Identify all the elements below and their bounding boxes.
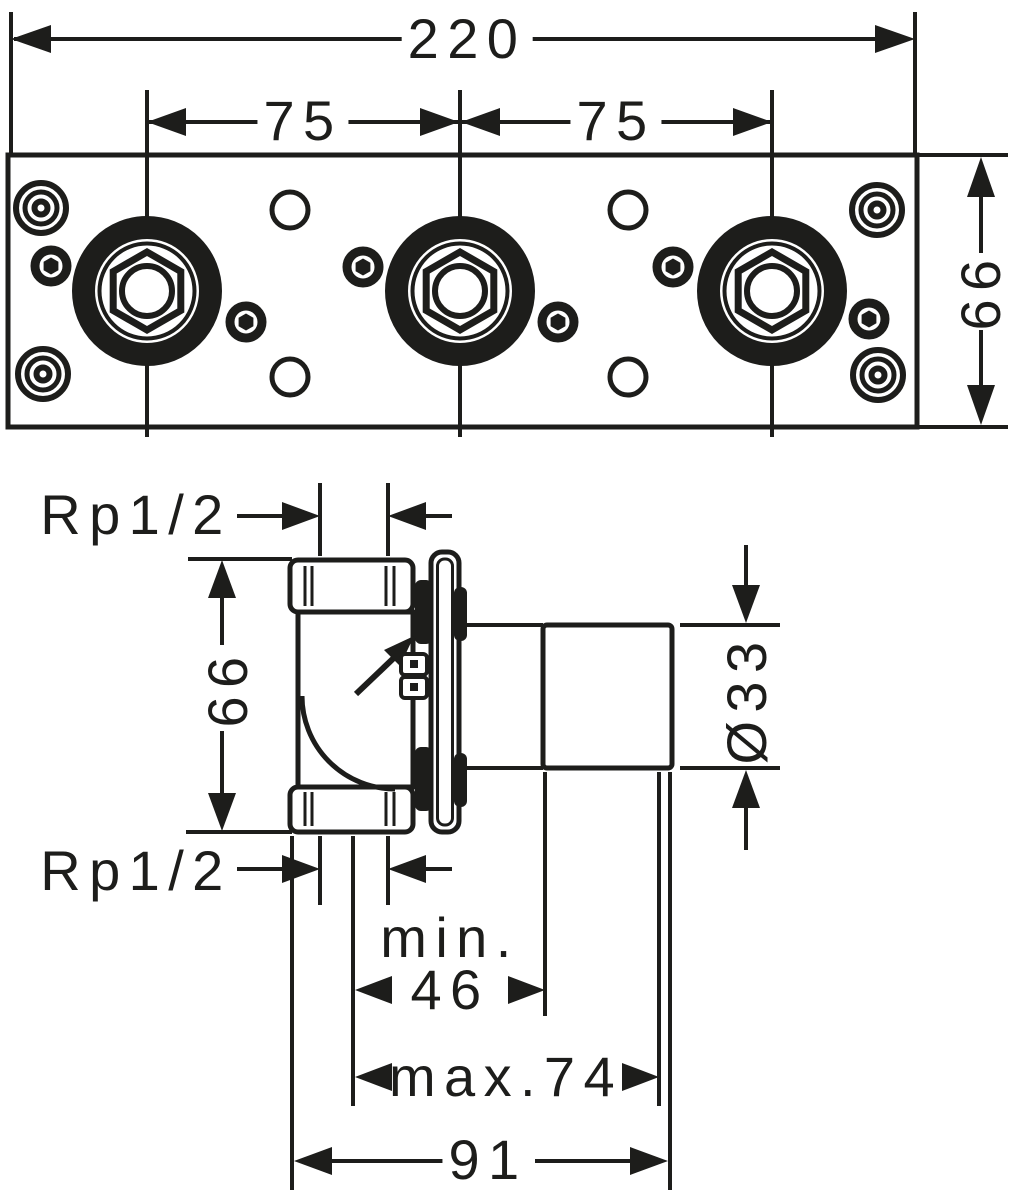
pilot-hole [269,189,311,231]
screw [30,245,72,287]
arrow-down-icon [732,585,760,623]
dim-rp12-top [237,483,452,556]
pilot-hole [607,356,649,398]
dim-66-plate-label: 66 [949,251,1012,331]
top-nut [287,557,416,615]
side-view [186,483,780,1190]
screw [537,301,579,343]
arrow-left-icon [11,25,51,53]
thread-rp12-top-label: Rp1/2 [40,483,232,546]
dim-rp12-bottom [237,836,452,905]
arrow-right-icon [282,502,320,530]
dim-min-46 [355,976,545,1004]
plate-outline [5,152,920,430]
bottom-nut [287,784,416,835]
arrow-down-icon [208,793,236,831]
dim-max-74-label: max.74 [388,1045,624,1108]
arrow-left-icon [461,108,500,136]
dim-75-right-label: 75 [570,93,662,149]
dim-91 [294,1147,668,1175]
extension-lines [290,772,672,1190]
dim-75-left-label: 75 [257,93,349,149]
dim-min-46-label: 46 [410,958,490,1021]
arrow-right-icon [875,25,915,53]
dim-min-label: min. [380,906,520,969]
arrow-right-icon [282,855,320,883]
dim-91-label: 91 [442,1132,534,1188]
arrow-right-icon [622,1063,659,1091]
arrow-left-icon [388,502,426,530]
arrow-up-icon [208,560,236,598]
arrow-up-icon [732,770,760,808]
valve-body [295,609,416,790]
arrow-right-icon [508,976,545,1004]
pilot-hole [269,356,311,398]
corner-ring [849,182,905,238]
screw [652,246,694,288]
arrow-left-icon [388,855,426,883]
screw [225,301,267,343]
arrow-right-icon [630,1147,668,1175]
hex-fitting-2 [385,216,535,366]
dim-33 [680,545,780,850]
arrow-right-icon [733,108,772,136]
dim-220-label: 220 [401,11,533,67]
arrow-down-icon [967,385,995,425]
corner-ring [850,347,906,403]
screw [848,298,890,340]
top-view [5,12,1008,437]
thread-rp12-bottom-label: Rp1/2 [40,839,232,902]
dim-diameter-33-label: Ø33 [715,633,778,765]
hex-fitting-3 [697,216,847,366]
flow-arrow-icon [353,636,414,697]
corner-ring [13,180,69,236]
arrow-left-icon [147,108,186,136]
pilot-hole [607,189,649,231]
dim-max-74 [355,1063,659,1091]
screw [342,246,384,288]
spigot [459,622,675,771]
dim-66-body [186,557,292,834]
arrow-left-icon [294,1147,332,1175]
arrow-up-icon [967,157,995,197]
elbow-arc [299,695,396,792]
dim-66-body-label: 66 [196,648,259,728]
dim-66-plate [917,153,1008,429]
corner-ring [15,346,71,402]
hex-fitting-1 [72,216,222,366]
arrow-left-icon [355,976,392,1004]
arrow-left-icon [355,1063,392,1091]
arrow-right-icon [420,108,459,136]
